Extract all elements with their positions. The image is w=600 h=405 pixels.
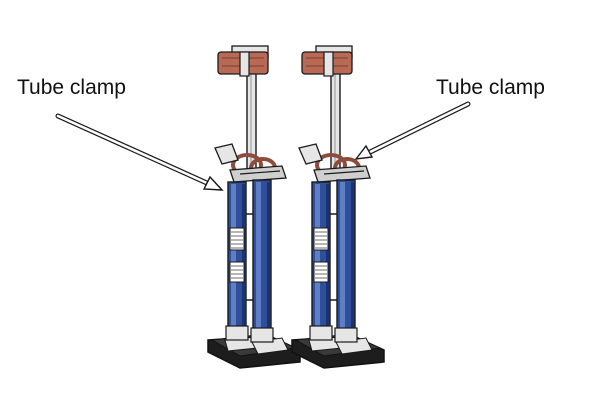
drywall-stilt-right xyxy=(291,45,385,369)
tube-clamp-label-left: Tube clamp xyxy=(17,76,126,99)
drywall-stilt-left xyxy=(207,45,301,369)
arrow-left xyxy=(55,113,224,191)
arrow-right xyxy=(354,101,471,160)
tube-clamp-label-right: Tube clamp xyxy=(436,76,545,99)
